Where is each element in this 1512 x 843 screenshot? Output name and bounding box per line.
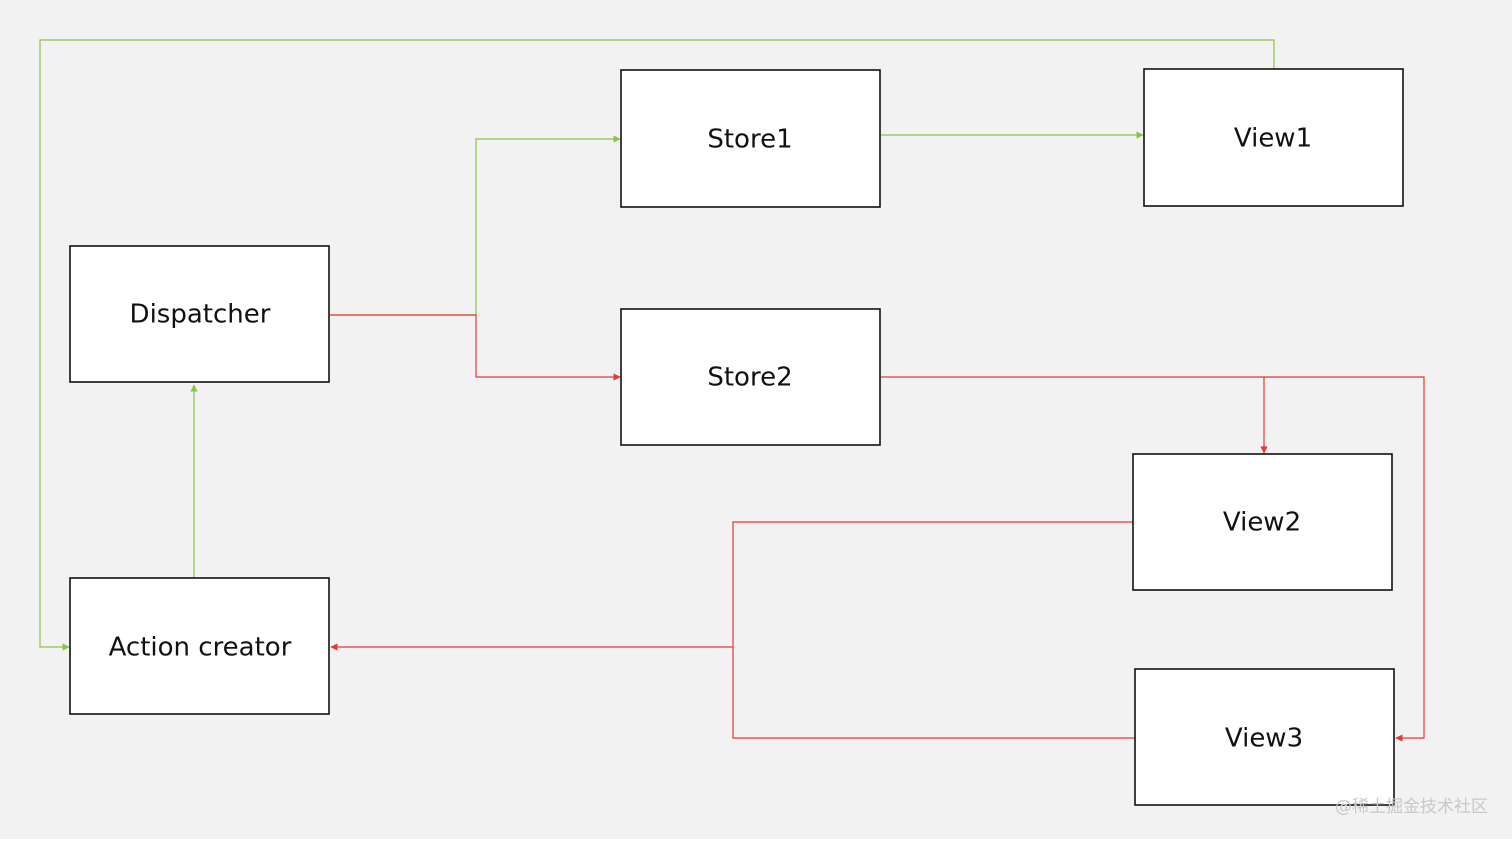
node-action-creator-label: Action creator	[109, 633, 292, 663]
node-store2-label: Store2	[707, 363, 792, 393]
edge-view2-to-action-creator	[330, 521, 1133, 651]
edge-dispatcher-to-store1	[330, 135, 621, 316]
node-action-creator: Action creator	[69, 577, 330, 715]
edge-view1-to-action-creator	[39, 39, 1275, 651]
node-view3: View3	[1134, 668, 1395, 806]
node-view1: View1	[1143, 68, 1404, 207]
edge-store2-to-view2	[881, 376, 1268, 454]
node-store1: Store1	[620, 69, 881, 208]
edge-view3-to-action-creator	[732, 647, 1135, 739]
node-view3-label: View3	[1225, 724, 1303, 754]
watermark-text: @稀土掘金技术社区	[1335, 797, 1488, 817]
node-view1-label: View1	[1234, 124, 1312, 154]
edge-store2-to-view3	[1264, 376, 1425, 742]
node-dispatcher-label: Dispatcher	[130, 300, 271, 330]
edge-dispatcher-to-store2	[330, 314, 621, 381]
node-store1-label: Store1	[707, 125, 792, 155]
node-store2: Store2	[620, 308, 881, 446]
node-view2-label: View2	[1223, 508, 1301, 538]
node-dispatcher: Dispatcher	[69, 245, 330, 383]
node-view2: View2	[1132, 453, 1393, 591]
